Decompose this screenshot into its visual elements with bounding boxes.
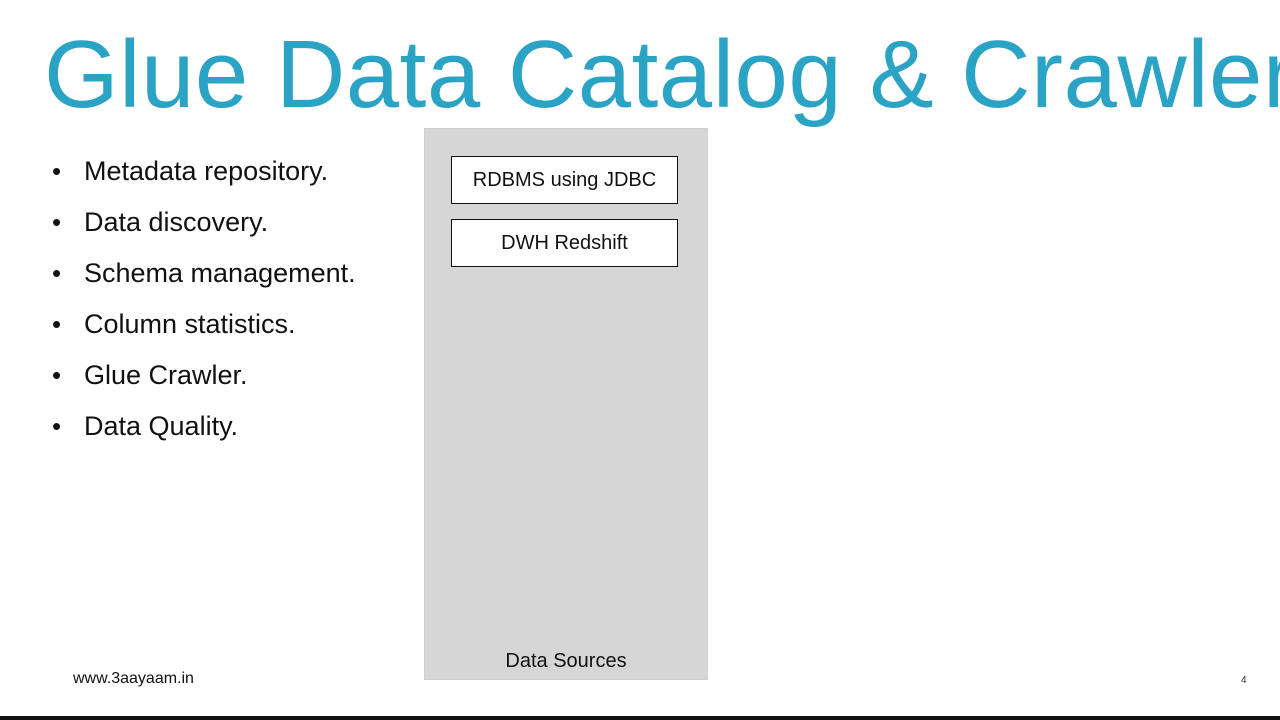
bullet-icon: • [52,308,62,339]
bullet-item: • Data discovery. [52,196,356,247]
source-box-rdbms: RDBMS using JDBC [451,156,678,204]
bullet-icon: • [52,410,62,441]
bullet-item: • Column statistics. [52,298,356,349]
bullet-item: • Schema management. [52,247,356,298]
bullet-list: • Metadata repository. • Data discovery.… [52,145,356,451]
bullet-icon: • [52,359,62,390]
bullet-text: Data discovery. [84,206,269,237]
bullet-item: • Glue Crawler. [52,349,356,400]
bullet-text: Schema management. [84,257,356,288]
bullet-text: Data Quality. [84,410,239,441]
bullet-item: • Metadata repository. [52,145,356,196]
footer-url: www.3aayaam.in [73,670,194,687]
source-box-redshift: DWH Redshift [451,219,678,267]
bullet-icon: • [52,155,62,186]
bullet-icon: • [52,206,62,237]
bullet-icon: • [52,257,62,288]
bullet-text: Glue Crawler. [84,359,248,390]
page-number: 4 [1241,675,1247,686]
bottom-border [0,716,1280,720]
panel-label: Data Sources [505,650,627,672]
bullet-item: • Data Quality. [52,400,356,451]
bullet-text: Column statistics. [84,308,296,339]
slide-title: Glue Data Catalog & Crawler [44,21,1280,128]
bullet-text: Metadata repository. [84,155,329,186]
data-sources-panel: RDBMS using JDBC DWH Redshift Data Sourc… [424,128,708,680]
